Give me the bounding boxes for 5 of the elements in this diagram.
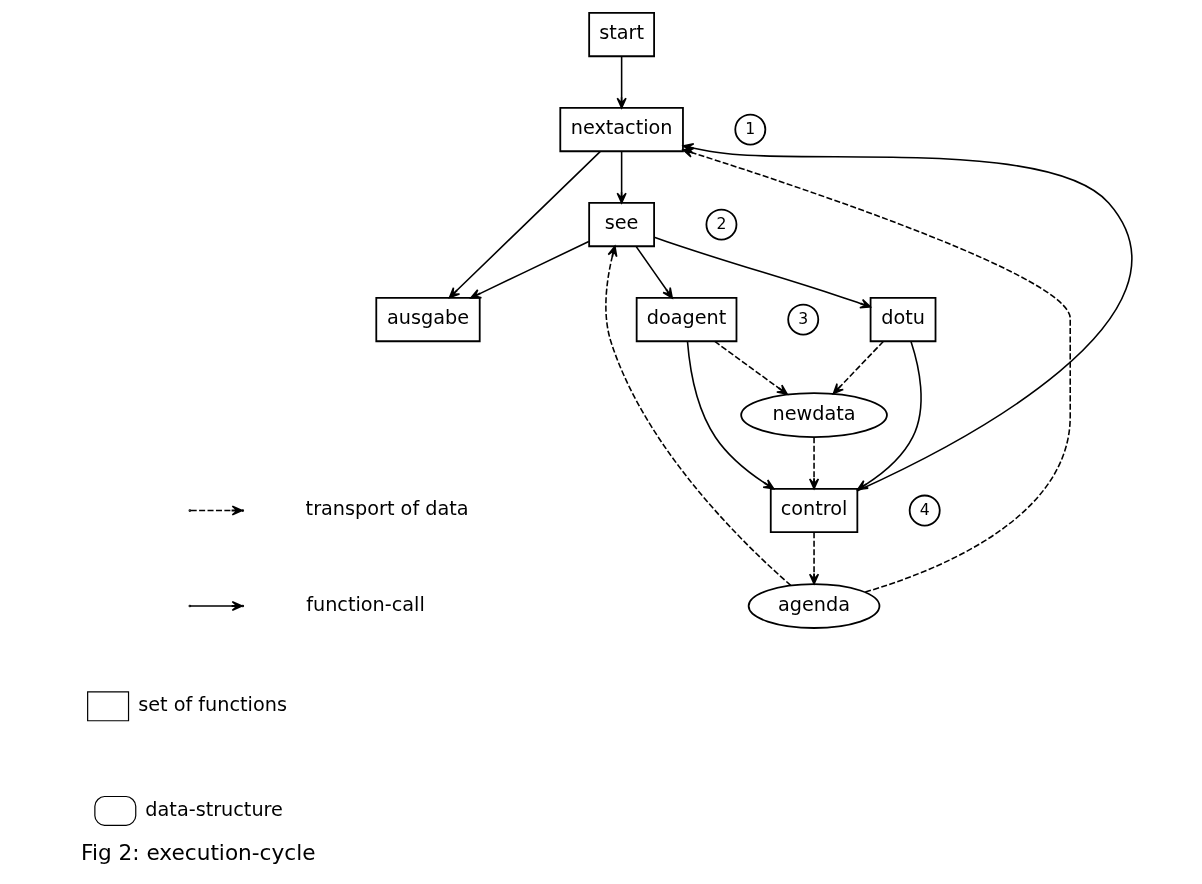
caption: Fig 2: execution-cycle xyxy=(80,839,316,865)
legend-label: data-structure xyxy=(144,797,283,821)
legend-label: set of functions xyxy=(137,692,287,716)
legend-label: transport of data xyxy=(305,497,469,521)
legend-label: function-call xyxy=(305,592,425,616)
